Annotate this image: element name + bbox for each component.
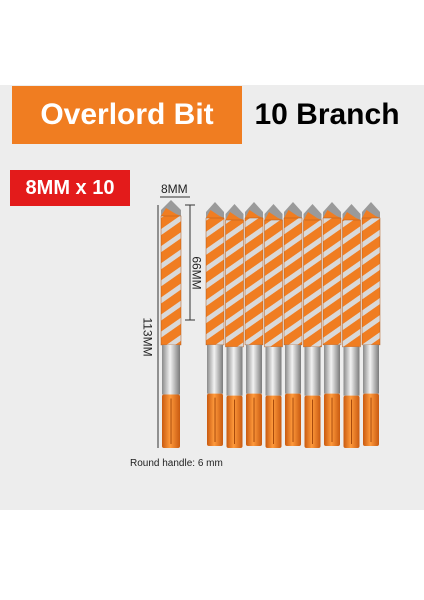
drill-bit — [361, 202, 381, 446]
drill-bit — [283, 202, 303, 446]
size-badge-label: 8MM x 10 — [25, 176, 115, 199]
count-label: 10 Branch — [254, 98, 400, 131]
size-badge: 8MM x 10 — [10, 170, 130, 206]
product-title-banner: Overlord Bit — [12, 86, 242, 144]
count-banner: 10 Branch — [242, 86, 412, 144]
total-length-label: 113MM — [140, 317, 155, 357]
drill-bit — [264, 204, 283, 448]
product-title: Overlord Bit — [40, 98, 214, 131]
single-drill-bit — [160, 200, 182, 448]
drill-bit — [244, 202, 264, 446]
handle-footnote: Round handle: 6 mm — [130, 458, 223, 469]
drill-bit — [322, 202, 342, 446]
dimension-lines — [157, 196, 195, 448]
diameter-label: 8MM — [161, 182, 188, 196]
drill-bit — [303, 204, 322, 448]
drill-bit — [225, 204, 244, 448]
drill-bit — [205, 202, 225, 446]
drill-bit — [342, 204, 361, 448]
flute-length-label: 66MM — [189, 256, 204, 290]
